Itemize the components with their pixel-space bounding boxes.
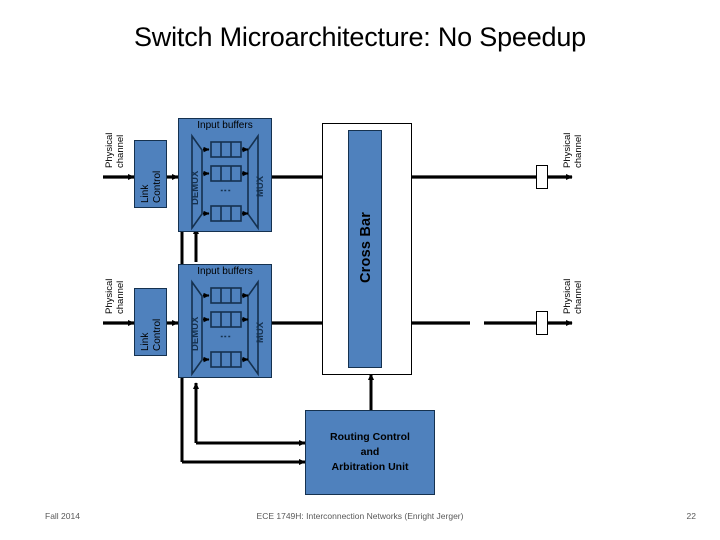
demux-label-1: DEMUX <box>190 316 201 351</box>
input-buffers-internals-0 <box>191 133 259 231</box>
link-control-block-1[interactable] <box>134 288 167 356</box>
page-title: Switch Microarchitecture: No Speedup <box>133 22 586 52</box>
input-buffers-caption-1: Input buffers <box>197 266 253 277</box>
crossbar-label: Cross Bar <box>358 211 374 283</box>
routing-control-arbitration-unit-block[interactable]: Routing Control and Arbitration Unit <box>305 410 435 495</box>
routing-control-label: Routing Control and Arbitration Unit <box>330 431 410 473</box>
footer-page-number: 22 <box>686 511 696 521</box>
link-control-block-0[interactable] <box>134 140 167 208</box>
input-buffers-caption-0: Input buffers <box>197 120 253 131</box>
output-latch-1 <box>536 311 548 335</box>
input-physical-channel-label-1: Physical channel <box>104 278 126 314</box>
input-buffers-ellipsis-1: ⋮ <box>219 331 231 342</box>
output-physical-channel-label-0: Physical channel <box>562 132 584 168</box>
demux-label-0: DEMUX <box>190 170 201 205</box>
slide-footer: Fall 2014 ECE 1749H: Interconnection Net… <box>0 500 720 540</box>
output-physical-channel-label-1: Physical channel <box>562 278 584 314</box>
input-buffers-ellipsis-0: ⋮ <box>219 185 231 196</box>
crossbar-block[interactable] <box>348 130 382 368</box>
mux-label-0: MUX <box>255 175 266 197</box>
input-physical-channel-label-0: Physical channel <box>104 132 126 168</box>
mux-label-1: MUX <box>255 321 266 343</box>
link-control-label-0: Link Control <box>140 170 163 203</box>
input-buffers-internals-1 <box>191 279 259 377</box>
footer-term: Fall 2014 <box>45 511 80 521</box>
output-latch-0 <box>536 165 548 189</box>
link-control-label-1: Link Control <box>140 318 163 351</box>
footer-course: ECE 1749H: Interconnection Networks (Enr… <box>256 511 464 521</box>
